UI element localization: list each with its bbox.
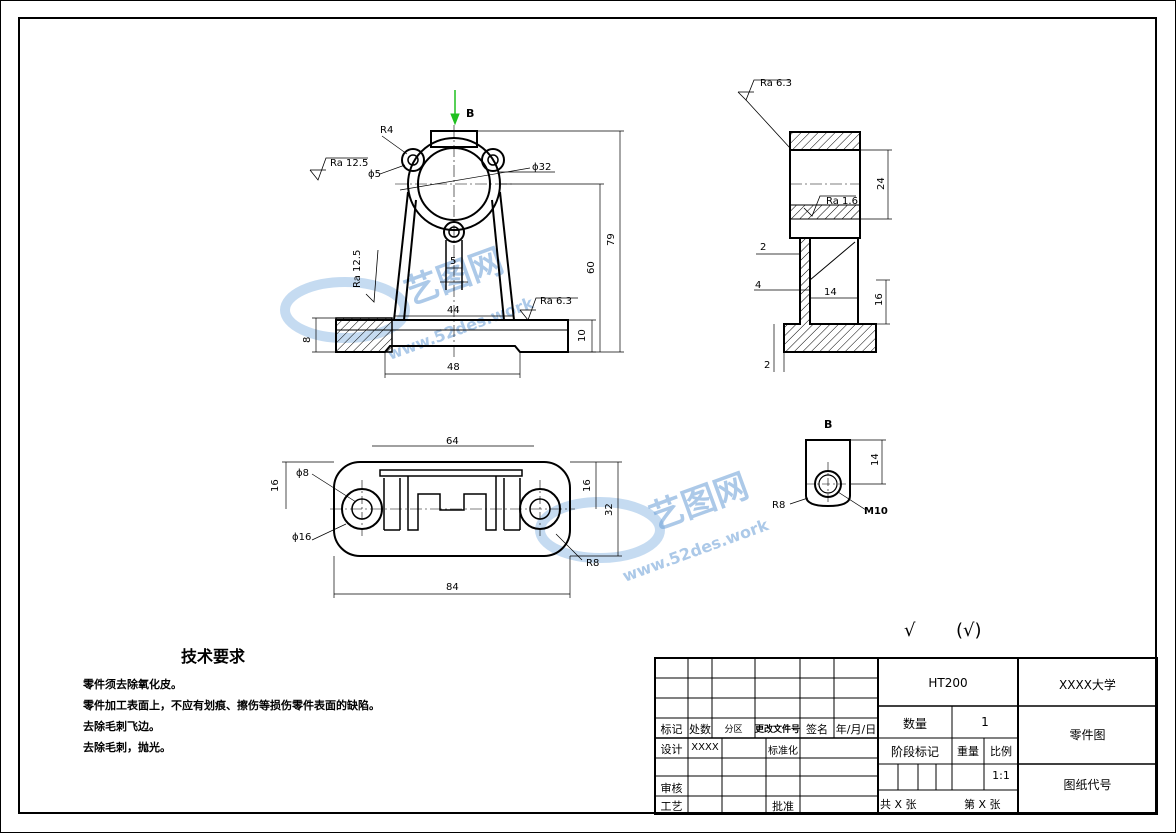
requirement-line: 去除毛刺，抛光。 [83,741,171,754]
dim-44-label: 44 [447,305,460,316]
dim-16-right-label: 16 [582,479,593,492]
sheets-total-label: 共 X 张 [880,798,917,811]
thread-m10-label: M10 [864,506,888,517]
dim-24-label: 24 [876,177,887,190]
b-view-label: B [824,418,832,431]
stage-mark-label: 阶段标记 [890,745,939,759]
b-view-dim-14-label: 14 [870,453,881,466]
roughness-left-label: Ra 12.5 [330,158,368,169]
b-view-r8-label: R8 [772,500,785,511]
requirements-title: 技术要求 [181,647,246,666]
process-label: 工艺 [660,800,683,813]
drawing-code-label: 图纸代号 [1063,778,1112,792]
scale-value: 1:1 [992,769,1010,782]
designer-name: XXXX [691,742,719,753]
dim-16-label: 16 [874,293,885,306]
view-marker-label: B [466,107,474,120]
roughness-symbol: √ [904,620,916,641]
roughness-note: √ (√) [904,620,982,641]
quantity-value: 1 [981,715,989,729]
dim-64-label: 64 [446,436,459,447]
dim-48-label: 48 [447,362,460,373]
dim-14-label: 14 [824,287,837,298]
school-label: XXXX大学 [1059,678,1116,692]
dim-32-label: 32 [604,503,615,516]
side-view-labels: Ra 6.3 Ra 1.6 24 2 4 14 16 2 [755,78,887,371]
dim-4-label: 4 [755,280,761,291]
watermark-bottom: 艺图网 www.52des.work [535,466,771,586]
design-label: 设计 [660,743,683,756]
roughness-rib-label: Ra 12.5 [352,250,363,288]
front-view [309,90,624,378]
dim-10-label: 10 [577,329,588,342]
drawing-border-inner [18,17,1157,814]
radius-r4-label: R4 [380,125,393,136]
radius-r8-label: R8 [586,558,599,569]
part-name-label: 零件图 [1069,728,1106,742]
mark-label: 标记 [660,723,683,736]
roughness-paren-symbol: (√) [956,620,982,641]
hole-d8-label: ϕ8 [296,468,309,479]
requirement-line: 去除毛刺飞边。 [83,720,160,733]
review-label: 审核 [660,782,683,795]
dim-5-label: 5 [450,256,456,267]
dim-79-label: 79 [606,233,617,246]
roughness-top-label: Ra 6.3 [760,78,792,89]
approve-label: 批准 [772,800,794,813]
dim-2-bottom-label: 2 [764,360,770,371]
scale-label: 比例 [990,745,1012,758]
roughness-bore-label: Ra 1.6 [826,196,858,207]
weight-label: 重量 [957,745,979,758]
zone-label: 分区 [724,725,743,735]
front-view-labels: B R4 ϕ5 ϕ32 Ra 12.5 Ra 12.5 Ra 6.3 5 44 … [302,107,617,373]
top-view [282,445,622,598]
dim-2-top-label: 2 [760,242,766,253]
b-view-labels: B 14 R8 M10 [772,418,888,517]
dim-84-label: 84 [446,582,459,593]
material-label: HT200 [928,676,968,690]
dim-16-left-label: 16 [270,479,281,492]
hole-d16-label: ϕ16 [292,532,311,543]
requirement-line: 零件须去除氧化皮。 [83,678,182,691]
change-doc-label: 更改文件号 [755,725,801,735]
quantity-label: 数量 [902,717,927,731]
top-view-labels: 64 84 16 16 32 ϕ8 ϕ16 R8 [270,436,615,593]
b-view [789,439,886,511]
count-label: 处数 [689,723,711,736]
standardize-label: 标准化 [768,746,798,757]
requirement-line: 零件加工表面上，不应有划痕、擦伤等损伤零件表面的缺陷。 [83,699,380,712]
hole-d5-label: ϕ5 [368,169,381,180]
side-view [737,79,892,372]
date-label: 年/月/日 [835,723,877,736]
bore-d32-label: ϕ32 [532,162,551,173]
dim-8-label: 8 [302,337,313,343]
roughness-base-label: Ra 6.3 [540,296,572,307]
sheet-number-label: 第 X 张 [964,798,1001,811]
dim-60-label: 60 [586,261,597,274]
title-block-grid [654,657,1158,815]
signature-label: 签名 [806,723,828,736]
